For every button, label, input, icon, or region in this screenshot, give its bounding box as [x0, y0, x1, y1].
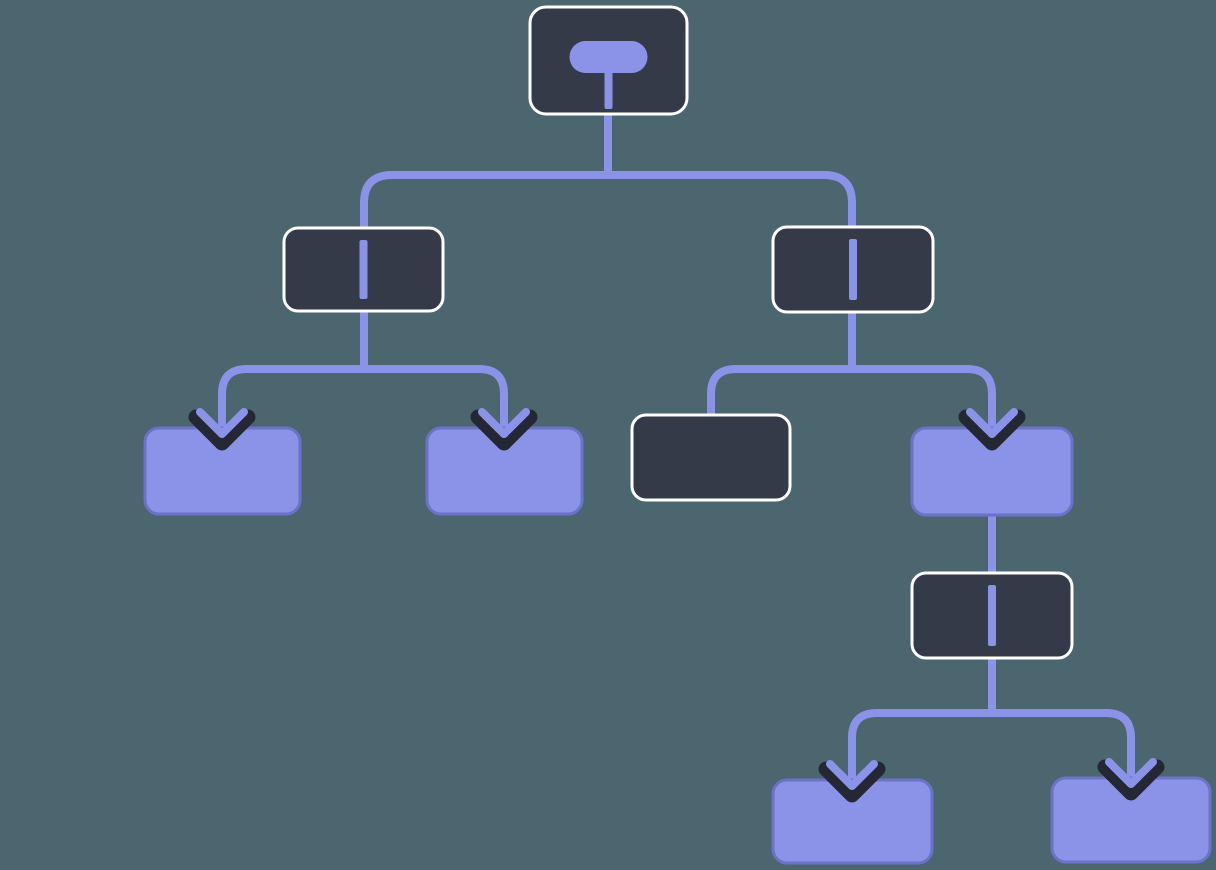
connector-level1-split	[360, 171, 856, 232]
double-chevron-down-icon	[966, 408, 1018, 438]
connector-left-split	[218, 365, 508, 437]
arrowhead-shadow-icon	[470, 409, 538, 451]
vertical-line-icon	[359, 240, 368, 299]
collapsed-subtree-pill-icon	[569, 41, 648, 73]
vertical-line-icon	[849, 239, 857, 300]
arrowhead-shadow-icon	[818, 761, 886, 803]
arrowhead-shadow-icon	[188, 409, 256, 451]
root-glyph-stem	[604, 71, 613, 109]
double-chevron-down-icon	[478, 408, 530, 438]
double-chevron-down-icon	[196, 408, 248, 438]
arrowhead-shadow-icon	[958, 409, 1026, 451]
tree-node-leaf-low-2[interactable]	[1050, 776, 1212, 864]
double-chevron-down-icon	[1105, 758, 1157, 788]
connector-right-split	[707, 365, 996, 437]
arrowhead-shadow-icon	[1097, 759, 1165, 801]
tree-node-node-purple-mid[interactable]	[910, 426, 1074, 517]
vertical-line-icon	[988, 585, 996, 646]
double-chevron-down-icon	[826, 760, 878, 790]
connector-lower-split	[848, 709, 1135, 789]
tree-node-node-dark-plain[interactable]	[630, 413, 792, 502]
